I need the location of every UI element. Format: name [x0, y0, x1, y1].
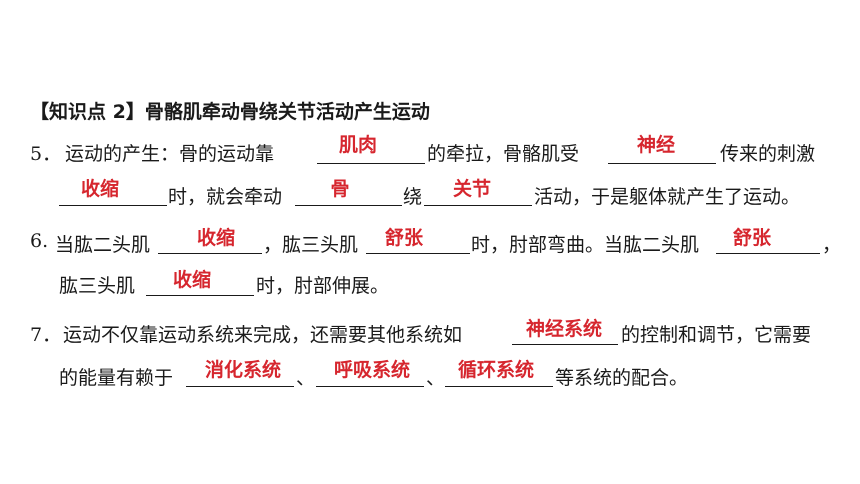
q6-answer-3: 舒张 [732, 227, 772, 249]
q7-sep-1: 、 [296, 367, 316, 389]
q7-answer-2: 消化系统 [204, 359, 282, 381]
q5-blank-4[interactable] [295, 205, 402, 206]
q7-blank-2[interactable] [186, 386, 294, 387]
q5-answer-1: 肌肉 [338, 134, 378, 156]
q6-blank-4[interactable] [146, 295, 254, 296]
q5-answer-3: 收缩 [80, 178, 120, 200]
q7-number: 7． [30, 324, 62, 346]
q5-text-3: 传来的刺激 [720, 143, 816, 165]
q7-answer-3: 呼吸系统 [333, 359, 411, 381]
q7-text-3: 的能量有赖于 [59, 367, 174, 389]
q5-answer-5: 关节 [452, 178, 492, 200]
q6-answer-2: 舒张 [384, 227, 424, 249]
q6-blank-1[interactable] [158, 253, 262, 254]
q5-text-5: 绕 [403, 186, 423, 208]
q6-text-5: 肱三头肌 [59, 275, 136, 297]
q5-blank-3[interactable] [59, 205, 167, 206]
q5-text-6: 活动，于是躯体就产生了运动。 [534, 186, 801, 208]
q6-text-4: ， [822, 234, 842, 256]
q5-answer-4: 骨 [330, 178, 350, 200]
q6-text-1: 当肱二头肌 [55, 234, 151, 256]
q7-blank-3[interactable] [316, 386, 424, 387]
q7-text-2: 的控制和调节，它需要 [621, 324, 812, 346]
q5-blank-5[interactable] [424, 205, 532, 206]
q6-text-3: 时，肘部弯曲。当肱二头肌 [471, 234, 700, 256]
q5-text-4: 时，就会牵动 [168, 186, 283, 208]
q6-blank-2[interactable] [366, 253, 470, 254]
q6-answer-4: 收缩 [172, 269, 212, 291]
q7-answer-1: 神经系统 [525, 318, 603, 340]
q7-answer-4: 循环系统 [457, 359, 535, 381]
q5-number: 5． [30, 143, 62, 165]
q6-blank-3[interactable] [716, 253, 820, 254]
q5-blank-1[interactable] [317, 163, 425, 164]
q7-blank-4[interactable] [445, 386, 553, 387]
q5-text-1: 运动的产生：骨的运动靠 [65, 143, 275, 165]
q6-text-6: 时，肘部伸展。 [256, 275, 390, 297]
q7-text-4: 等系统的配合。 [555, 367, 689, 389]
q7-blank-1[interactable] [512, 344, 618, 345]
q7-sep-2: 、 [426, 367, 446, 389]
q7-text-1: 运动不仅靠运动系统来完成，还需要其他系统如 [63, 324, 463, 346]
q5-text-2: 的牵拉，骨骼肌受 [427, 143, 580, 165]
q5-blank-2[interactable] [608, 163, 716, 164]
q6-text-2: ，肱三头肌 [263, 234, 359, 256]
section-heading: 【知识点 2】骨骼肌牵动骨绕关节活动产生运动 [30, 101, 430, 123]
q6-number: 6. [30, 230, 49, 252]
q6-answer-1: 收缩 [196, 227, 236, 249]
q5-answer-2: 神经 [636, 134, 676, 156]
